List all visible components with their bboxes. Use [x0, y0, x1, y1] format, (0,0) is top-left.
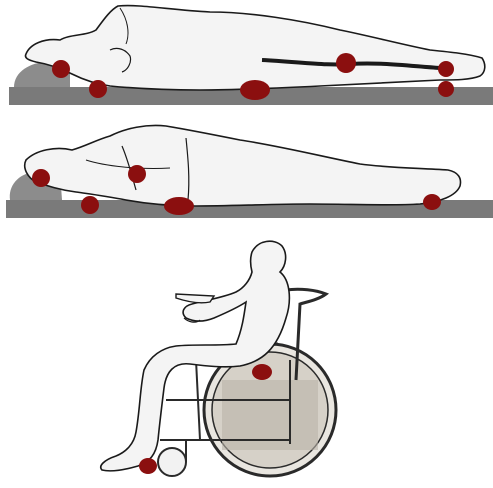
pressure-point-ankle [423, 194, 441, 210]
pressure-point-elbow [128, 165, 146, 183]
wheelchair-caster-wheel [158, 448, 186, 476]
body-figure [25, 6, 484, 90]
body-figure [25, 125, 461, 206]
pressure-point-head [52, 60, 70, 78]
panel-seated-wheelchair [101, 241, 336, 476]
forearm-detail [176, 294, 214, 303]
pressure-point-heel-lower [438, 81, 454, 97]
panel-lying-side [6, 125, 493, 218]
pressure-point-hip [164, 197, 194, 215]
pressure-point-sitting-bone [252, 364, 272, 380]
pressure-point-heel [139, 458, 157, 474]
pressure-point-ear [32, 169, 50, 187]
pressure-point-elbow [336, 53, 356, 73]
pressure-point-shoulder [89, 80, 107, 98]
pressure-point-heel-upper [438, 61, 454, 77]
pressure-point-sacrum [240, 80, 270, 100]
panel-lying-supine [9, 6, 493, 105]
pressure-point-shoulder [81, 196, 99, 214]
